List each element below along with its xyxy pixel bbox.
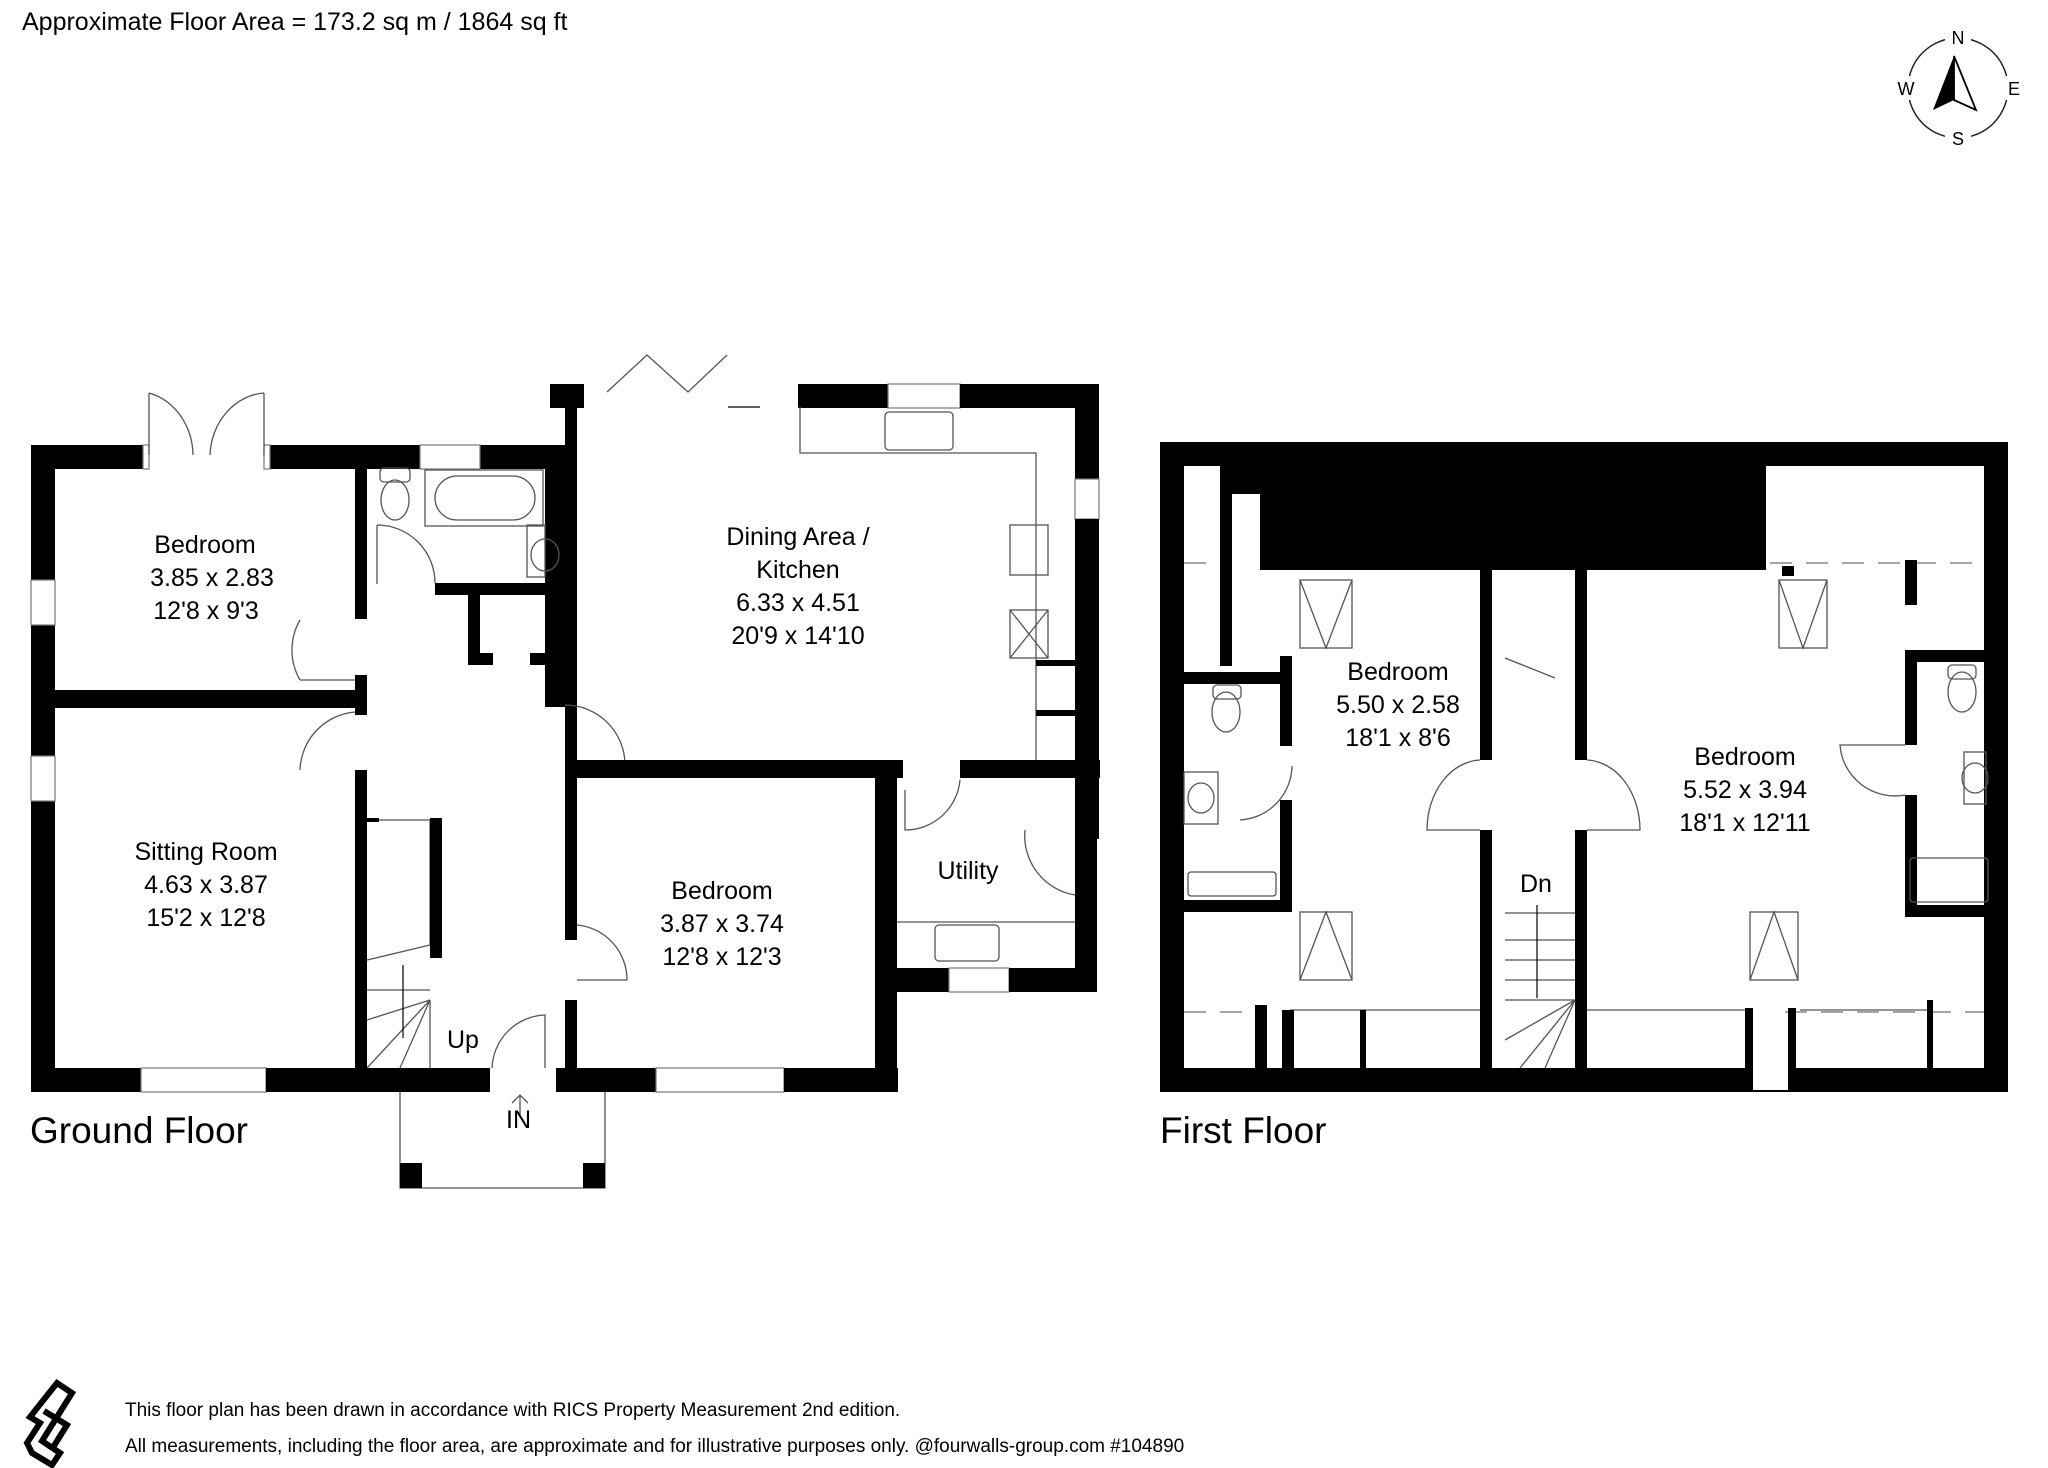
gf-stairs-up-label: Up	[447, 1026, 479, 1054]
gf-sitting-room-name: Sitting Room	[134, 838, 277, 866]
first-floor-plan: Bedroom 5.50 x 2.58 18'1 x 8'6 Bedroom 5…	[1160, 442, 2008, 1092]
gf-bedroom-2-name: Bedroom	[671, 877, 772, 905]
compass-west-label: W	[1898, 79, 1915, 99]
ff-bedroom-2-metric: 5.52 x 3.94	[1683, 776, 1807, 804]
gf-bedroom-1-metric: 3.85 x 2.83	[150, 564, 274, 592]
ff-bedroom-1-imperial: 18'1 x 8'6	[1345, 724, 1450, 752]
gf-bedroom-1-name: Bedroom	[154, 531, 255, 559]
ff-bedroom-2-name: Bedroom	[1694, 743, 1795, 771]
footer-rics-note: This floor plan has been drawn in accord…	[125, 1400, 901, 1421]
gf-bedroom-1-imperial: 12'8 x 9'3	[153, 597, 258, 625]
gf-bedroom-2-imperial: 12'8 x 12'3	[662, 943, 781, 971]
gf-sitting-room-imperial: 15'2 x 12'8	[146, 904, 265, 932]
ground-floor-label: Ground Floor	[30, 1110, 248, 1151]
gf-entrance-label: IN	[506, 1106, 531, 1134]
floor-area-title: Approximate Floor Area = 173.2 sq m / 18…	[22, 8, 568, 36]
first-floor-label: First Floor	[1160, 1110, 1327, 1151]
compass-north-label: N	[1952, 28, 1965, 48]
compass-rose-icon: N E S W	[1896, 28, 2020, 149]
ff-bedroom-1-name: Bedroom	[1347, 658, 1448, 686]
gf-bedroom-2-metric: 3.87 x 3.74	[660, 910, 784, 938]
compass-south-label: S	[1952, 129, 1964, 149]
ff-bedroom-2-imperial: 18'1 x 12'11	[1679, 809, 1810, 837]
ground-floor-plan: Bedroom 3.85 x 2.83 12'8 x 9'3 Sitting R…	[30, 354, 1100, 1189]
compass-east-label: E	[2008, 79, 2020, 99]
gf-kitchen-imperial: 20'9 x 14'10	[731, 622, 864, 650]
gf-kitchen-name: Dining Area /	[726, 523, 869, 551]
ff-bedroom-1-metric: 5.50 x 2.58	[1336, 691, 1460, 719]
fourwalls-logo-icon	[23, 1378, 77, 1468]
gf-kitchen-metric: 6.33 x 4.51	[736, 589, 860, 617]
ff-stairs-down-label: Dn	[1520, 870, 1552, 898]
footer-disclaimer: All measurements, including the floor ar…	[125, 1436, 1185, 1457]
north-arrow-icon	[1933, 55, 1978, 112]
gf-utility-name: Utility	[937, 857, 999, 885]
gf-kitchen-name-line2: Kitchen	[756, 556, 839, 584]
gf-sitting-room-metric: 4.63 x 3.87	[144, 871, 268, 899]
